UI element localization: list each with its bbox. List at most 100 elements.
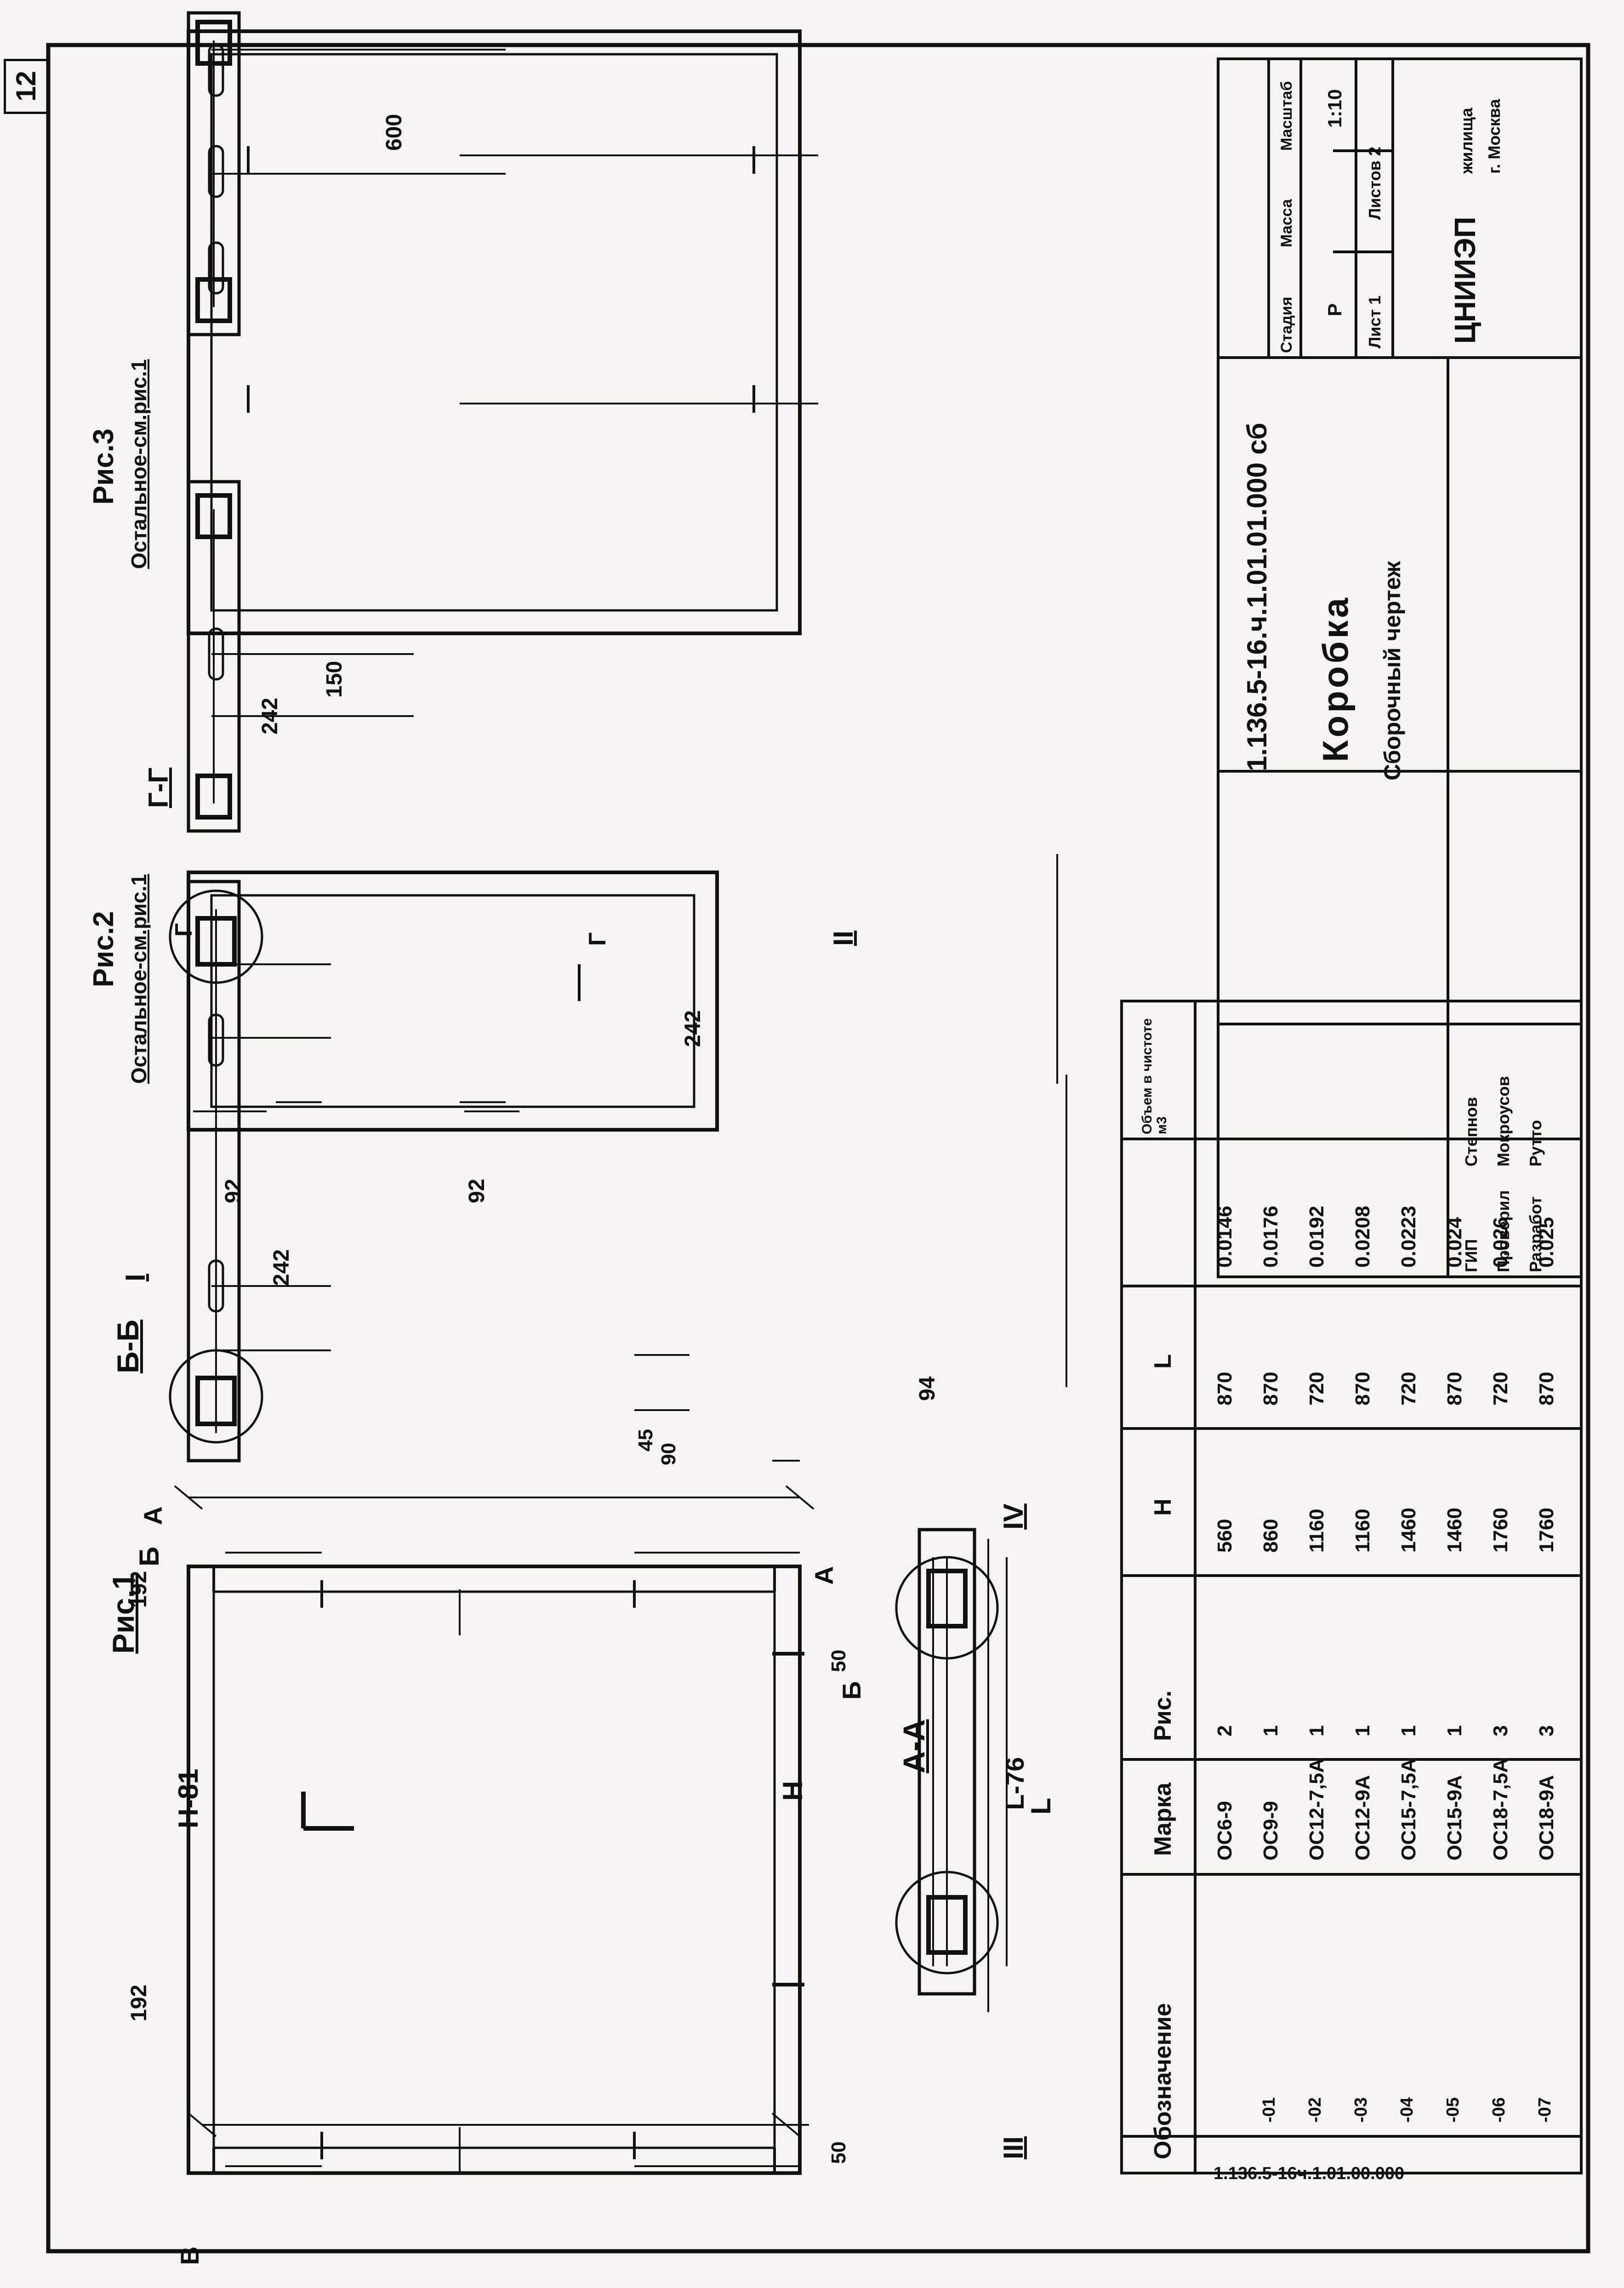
spec-cell-r0-c4: 870: [1214, 1372, 1236, 1406]
fig1-frame-drawing: [174, 1460, 815, 2175]
spec-cell-r7-c0: -07: [1535, 2097, 1555, 2123]
org-sub1: жилища: [1457, 108, 1476, 174]
title-subtitle: Сборочный чертеж: [1379, 561, 1405, 780]
dim-45: 45: [634, 1429, 657, 1451]
spec-cell-r1-c0: -01: [1259, 2097, 1279, 2123]
org-sub2: г. Москва: [1485, 99, 1504, 174]
mark-a-top: А: [138, 1506, 167, 1525]
section-aa-title: А-А: [897, 1719, 931, 1773]
dim-150: 150: [322, 660, 347, 698]
th-mark: Марка: [1150, 1782, 1176, 1856]
spec-cell-r6-c2: 3: [1489, 1725, 1512, 1736]
spec-cell-r2-c1: ОС12-7,5А: [1305, 1758, 1328, 1861]
spec-cell-r6-c5: 0.026: [1489, 1217, 1512, 1268]
spec-cell-r6-c0: -06: [1489, 2097, 1509, 2123]
sheet-label: Лист 1: [1365, 295, 1384, 348]
dim-600: 600: [382, 114, 406, 151]
dim-l: L: [1026, 1798, 1056, 1815]
mass-label: Масса: [1278, 199, 1295, 247]
spec-cell-r3-c3: 1160: [1351, 1508, 1374, 1553]
section-600-drawing: [187, 11, 506, 336]
dim-50-bottom: 50: [827, 2141, 850, 2164]
spec-cell-r1-c4: 870: [1259, 1372, 1282, 1406]
spec-table-grid: [1120, 1000, 1583, 2174]
stage-value: Р: [1324, 303, 1345, 316]
spec-cell-r1-c3: 860: [1259, 1519, 1282, 1553]
name-gip: Степнов: [1462, 1097, 1481, 1167]
spec-cell-r4-c1: ОС15-7,5А: [1397, 1758, 1420, 1861]
mark-a-right: А: [809, 1566, 838, 1585]
title-block-grid: [1217, 57, 1583, 1278]
title-designation: 1.136.5-16.ч.1.01.01.000 сб: [1242, 422, 1272, 771]
spec-cell-r2-c2: 1: [1305, 1725, 1328, 1736]
th-fig: Рис.: [1150, 1690, 1176, 1741]
spec-cell-r2-c0: -02: [1305, 2097, 1325, 2123]
spec-cell-r4-c5: 0.0223: [1397, 1206, 1420, 1268]
dim-50-top: 50: [827, 1650, 850, 1672]
spec-cell-r0-c1: ОС6-9: [1214, 1801, 1236, 1861]
spec-cell-r7-c2: 3: [1535, 1725, 1558, 1736]
section-bb-title: Б-Б: [111, 1320, 145, 1373]
spec-cell-r5-c3: 1460: [1443, 1508, 1466, 1553]
spec-cell-r3-c4: 870: [1351, 1372, 1374, 1406]
mark-v: В: [175, 2246, 204, 2265]
dim-242-gg: 242: [258, 697, 282, 734]
spec-cell-r0-c3: 560: [1214, 1519, 1236, 1553]
mark-g-right: Г: [584, 932, 611, 946]
section-aa-drawing: [895, 1528, 1008, 2012]
section-gg-drawing: [187, 480, 414, 833]
fig2-note: Остальное-см.рис.1: [127, 874, 151, 1084]
spec-cell-r4-c0: -04: [1397, 2097, 1417, 2123]
th-designation: Обозначение: [1150, 2003, 1176, 2159]
fig2-title: Рис.2: [88, 911, 120, 987]
org-name: ЦНИИЭП: [1448, 216, 1482, 344]
spec-cell-r4-c3: 1460: [1397, 1508, 1420, 1553]
spec-cell-r6-c3: 1760: [1489, 1508, 1512, 1553]
spec-cell-r1-c1: ОС9-9: [1259, 1801, 1282, 1861]
spec-cell-r5-c0: -05: [1443, 2097, 1463, 2123]
fig3-frame-drawing: [187, 29, 818, 635]
dim-90: 90: [657, 1443, 680, 1465]
th-l: L: [1150, 1354, 1176, 1369]
spec-cell-r4-c4: 720: [1397, 1372, 1420, 1406]
mark-b-right: Б: [837, 1681, 866, 1700]
dim-h: Н: [777, 1781, 808, 1801]
th-h: Н: [1150, 1498, 1176, 1516]
spec-cell-r1-c5: 0.0176: [1259, 1206, 1282, 1268]
spec-cell-r3-c0: -03: [1351, 2097, 1371, 2123]
spec-cell-r3-c5: 0.0208: [1351, 1206, 1374, 1268]
spec-cell-r6-c4: 720: [1489, 1372, 1512, 1406]
dim-92-right: 92: [465, 1178, 489, 1203]
page-number-box: 12: [4, 59, 50, 114]
spec-cell-r0-c5: 0.0146: [1214, 1206, 1236, 1268]
fig3-note: Остальное-см.рис.1: [127, 359, 151, 569]
dim-192-top: 192: [127, 1571, 151, 1608]
spec-cell-r0-c2: 2: [1214, 1725, 1236, 1736]
spec-cell-r5-c1: ОС15-9А: [1443, 1775, 1466, 1861]
scale-label: Масштаб: [1278, 81, 1295, 151]
spec-cell-r2-c3: 1160: [1305, 1508, 1328, 1553]
spec-cell-r4-c2: 1: [1397, 1725, 1420, 1736]
spec-cell-r5-c2: 1: [1443, 1725, 1466, 1736]
view-III: III: [998, 2136, 1029, 2159]
dim-92-left: 92: [221, 1178, 245, 1203]
name-checked: Мокроусов: [1494, 1076, 1513, 1167]
dim-242-bb-right: 242: [681, 1010, 705, 1047]
view-I: I: [120, 1274, 151, 1281]
spec-cell-r6-c1: ОС18-7,5А: [1489, 1758, 1512, 1861]
fig2-frame-drawing: [187, 871, 719, 1132]
name-developed: Рутто: [1526, 1120, 1545, 1167]
section-bb-drawing: [169, 854, 1067, 1463]
spec-cell-r1-c2: 1: [1259, 1725, 1282, 1736]
dim-h-minus-81: Н-81: [173, 1768, 204, 1828]
mark-g-left: Г: [171, 923, 197, 937]
spec-cell-r2-c5: 0.0192: [1305, 1206, 1328, 1268]
spec-cell-r7-c1: ОС18-9А: [1535, 1775, 1558, 1861]
th-volume: Объем в чистоте м3: [1140, 1018, 1169, 1134]
spec-cell-r7-c4: 870: [1535, 1372, 1558, 1406]
view-IV: IV: [998, 1503, 1029, 1530]
spec-cell-r5-c4: 870: [1443, 1372, 1466, 1406]
spec-cell-r2-c4: 720: [1305, 1372, 1328, 1406]
